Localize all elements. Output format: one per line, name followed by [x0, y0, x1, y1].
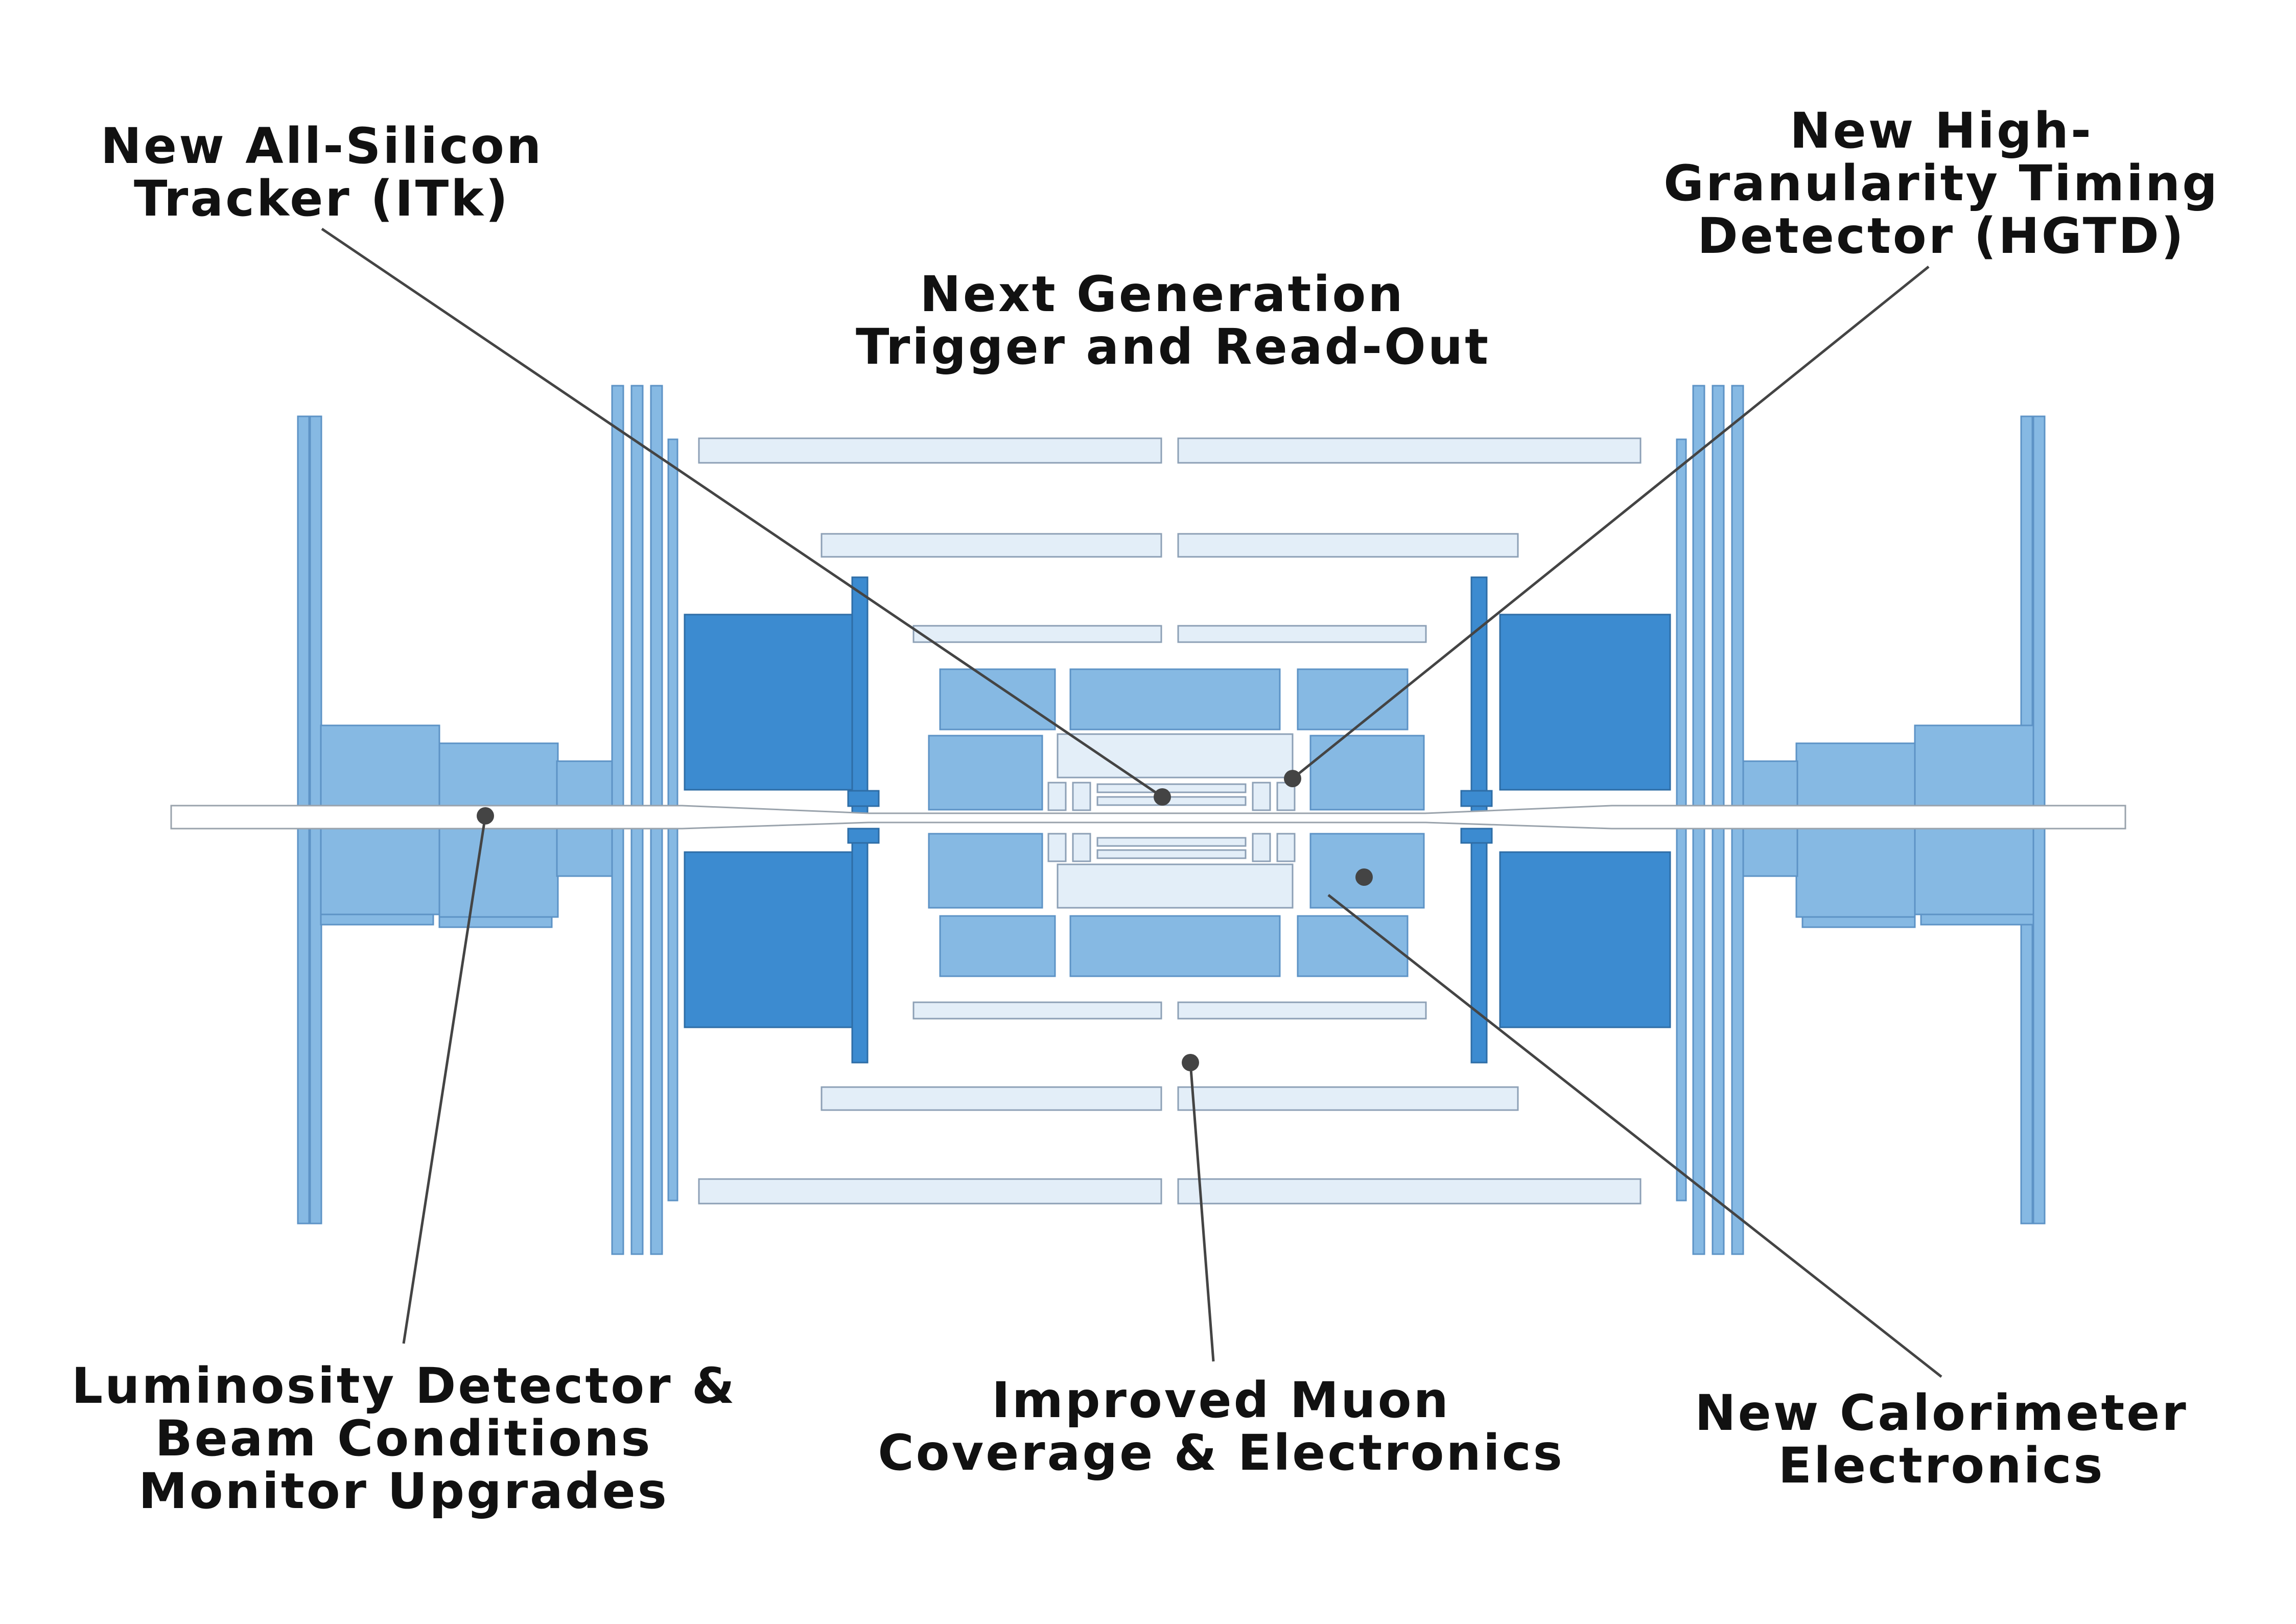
right-beampipe-support: [1460, 790, 1493, 807]
trigger-label-line: Trigger and Read-Out: [856, 318, 1490, 375]
calorimeter-block: [1297, 915, 1409, 977]
tracker-layer: [1096, 796, 1247, 806]
muon-chamber: [1177, 1178, 1642, 1205]
luminosity-label: Luminosity Detector & Beam Conditions Mo…: [72, 1360, 736, 1518]
right-beampipe-support: [1460, 828, 1493, 844]
tracker-barrel: [1057, 863, 1294, 909]
tracker-layer: [1096, 837, 1247, 847]
muon-label-line: Coverage & Electronics: [878, 1424, 1564, 1481]
tracker-disk: [1072, 782, 1091, 811]
left-beampipe-support: [847, 828, 880, 844]
calorimeter-label: New Calorimeter Electronics: [1686, 1387, 2197, 1492]
right-forward-shielding: [1920, 913, 2034, 926]
calorimeter-label-line: New Calorimeter: [1695, 1384, 2188, 1442]
left-forward-shielding: [438, 742, 559, 918]
calorimeter-leader-dot: [1355, 868, 1373, 886]
calorimeter-block: [939, 915, 1056, 977]
calorimeter-block: [928, 735, 1043, 811]
calorimeter-block: [939, 668, 1056, 731]
left-toroid-flange: [851, 837, 869, 1064]
trigger-label-line: Next Generation: [920, 266, 1405, 323]
muon-chambers: [698, 437, 1642, 1205]
calorimeter-block: [1069, 668, 1281, 731]
tracker-disk: [1047, 782, 1067, 811]
luminosity-label-line: Beam Conditions: [155, 1410, 652, 1467]
calorimeter-block: [1309, 735, 1425, 811]
right-toroid-flange: [1470, 837, 1488, 1064]
beam-pipe-shape: [170, 805, 2126, 830]
muon-label-line: Improved Muon: [992, 1372, 1450, 1429]
muon-chamber: [1177, 625, 1427, 643]
right-endcap-toroid: [1499, 614, 1671, 791]
hgtd-label-line: Granularity Timing: [1664, 155, 2219, 212]
tracker-layer: [1096, 783, 1247, 793]
luminosity-leader-line: [402, 815, 487, 1344]
muon-chamber: [1177, 533, 1519, 558]
muon-leader-dot: [1182, 1054, 1199, 1071]
muon-chamber: [821, 533, 1162, 558]
tracker-disk: [1276, 833, 1296, 862]
left-toroid-flange: [851, 576, 869, 818]
muon-chamber: [912, 625, 1162, 643]
calorimeter-block: [1297, 668, 1409, 731]
itk-label-line: Tracker (ITk): [134, 170, 510, 227]
right-endcap-toroid: [1499, 851, 1671, 1028]
itk-label-line: New All-Silicon: [100, 117, 544, 175]
right-forward-structures: [1470, 385, 2046, 1255]
calorimeter-block: [1069, 915, 1281, 977]
muon-chamber: [912, 1001, 1162, 1020]
leader-lines: [321, 227, 1942, 1378]
tracker-layer: [1096, 849, 1247, 859]
muon-chamber: [821, 1086, 1162, 1111]
hgtd-label: New High- Granularity Timing Detector (H…: [1660, 105, 2222, 263]
calorimeter-leader-line: [1327, 894, 1942, 1378]
beam-pipe: [170, 790, 2126, 844]
itk-leader-line: [321, 227, 1163, 798]
muon-chamber: [1177, 1001, 1427, 1020]
hgtd-label-line: New High-: [1790, 102, 2093, 159]
muon-chamber: [1177, 437, 1642, 464]
right-toroid-flange: [1470, 576, 1488, 818]
inner-tracker: [1047, 733, 1296, 909]
calorimeter-label-line: Electronics: [1778, 1437, 2105, 1494]
left-forward-shielding: [320, 913, 434, 926]
trigger-label: Next Generation Trigger and Read-Out: [856, 266, 1490, 375]
left-forward-shielding: [438, 916, 553, 928]
tracker-disk: [1072, 833, 1091, 862]
muon-chamber: [698, 1178, 1162, 1205]
muon-label: Improved Muon Coverage & Electronics: [876, 1374, 1566, 1479]
right-forward-shielding: [1795, 742, 1916, 918]
luminosity-label-line: Monitor Upgrades: [138, 1463, 669, 1520]
luminosity-leader-dot: [477, 807, 494, 825]
calorimeter-block: [928, 833, 1043, 909]
tracker-disk: [1047, 833, 1067, 862]
muon-leader-line: [1189, 1062, 1215, 1362]
tracker-barrel: [1057, 733, 1294, 779]
hgtd-leader-line: [1292, 266, 1930, 780]
luminosity-label-line: Luminosity Detector &: [72, 1357, 737, 1415]
left-endcap-toroid: [684, 851, 856, 1028]
itk-leader-dot: [1154, 788, 1171, 806]
left-beampipe-support: [847, 790, 880, 807]
right-forward-shielding: [1801, 916, 1916, 928]
muon-chamber: [698, 437, 1162, 464]
tracker-disk: [1252, 782, 1271, 811]
muon-chamber: [1177, 1086, 1519, 1111]
itk-label: New All-Silicon Tracker (ITk): [92, 120, 552, 225]
tracker-disk: [1252, 833, 1271, 862]
hgtd-leader-dot: [1284, 770, 1301, 787]
hgtd-label-line: Detector (HGTD): [1697, 207, 2186, 265]
left-endcap-toroid: [684, 614, 856, 791]
